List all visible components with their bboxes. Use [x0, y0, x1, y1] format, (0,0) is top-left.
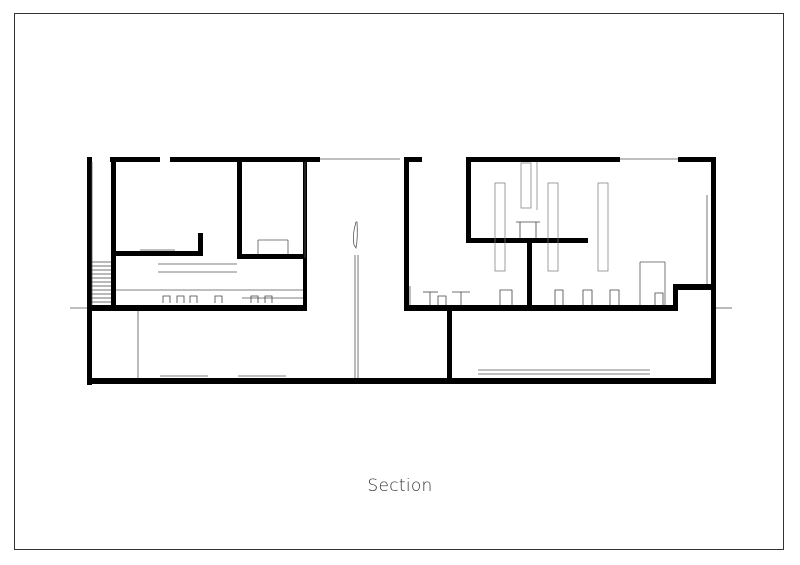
- section-thin-lines: [70, 158, 732, 378]
- drawing-sheet-border: [14, 13, 784, 550]
- stair-hatch: [92, 261, 111, 303]
- section-walls: [87, 157, 716, 385]
- light-panels: [494, 162, 609, 272]
- drawing-caption: Section: [367, 476, 433, 496]
- furniture: [162, 221, 664, 305]
- atrium-sculpture: [352, 221, 358, 250]
